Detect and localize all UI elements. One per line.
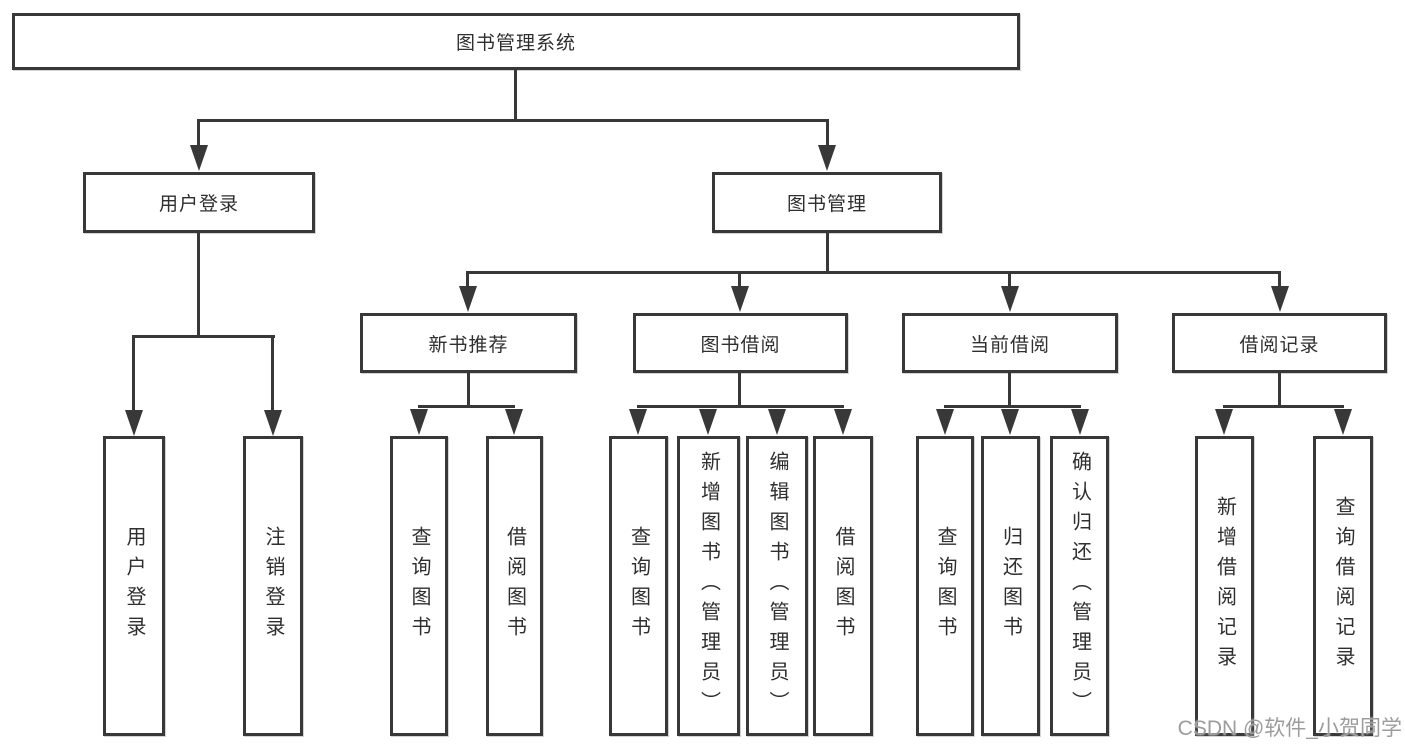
connector-line xyxy=(418,405,515,408)
connector-line xyxy=(1278,373,1281,408)
node-root-label: 图书管理系统 xyxy=(455,33,576,54)
leaf-query-books-newrec: 查询图书 xyxy=(390,436,448,736)
node-book-mgmt: 图书管理 xyxy=(712,172,942,233)
arrow-down-icon xyxy=(1334,409,1352,435)
connector-line xyxy=(198,119,829,122)
arrow-down-icon xyxy=(410,409,428,435)
arrow-down-icon xyxy=(1271,286,1289,312)
leaf-borrow-books-borrow-label: 借阅图书 xyxy=(832,526,854,646)
leaf-borrow-books-borrow: 借阅图书 xyxy=(813,436,873,736)
connector-line xyxy=(1008,271,1011,291)
leaf-query-borrow-record: 查询借阅记录 xyxy=(1313,436,1373,736)
leaf-user-login: 用户登录 xyxy=(103,436,165,736)
leaf-user-login-label: 用户登录 xyxy=(123,526,145,646)
connector-line xyxy=(1008,373,1011,408)
connector-line xyxy=(466,271,469,291)
connector-line xyxy=(132,335,135,412)
connector-line xyxy=(514,70,517,122)
leaf-query-books-current: 查询图书 xyxy=(916,436,974,736)
connector-line xyxy=(197,233,200,338)
connector-line xyxy=(1278,271,1281,291)
leaf-add-borrow-record-label: 新增借阅记录 xyxy=(1213,496,1236,676)
arrow-down-icon xyxy=(125,410,143,436)
node-new-book-rec-label: 新书推荐 xyxy=(428,334,509,356)
node-root: 图书管理系统 xyxy=(12,13,1020,70)
leaf-confirm-return-admin: 确认归还（管理员） xyxy=(1050,436,1109,736)
connector-line xyxy=(197,119,200,150)
leaf-query-books-current-label: 查询图书 xyxy=(934,526,956,646)
arrow-down-icon xyxy=(768,409,786,435)
leaf-add-borrow-record: 新增借阅记录 xyxy=(1195,436,1254,736)
arrow-down-icon xyxy=(1215,409,1233,435)
arrow-down-icon xyxy=(264,410,282,436)
leaf-logout: 注销登录 xyxy=(243,436,303,736)
node-new-book-rec: 新书推荐 xyxy=(360,313,577,373)
node-book-borrow-label: 图书借阅 xyxy=(700,334,781,356)
leaf-confirm-return-admin-label: 确认归还（管理员） xyxy=(1068,451,1091,721)
connector-line xyxy=(271,335,274,412)
connector-line xyxy=(738,271,741,291)
arrow-down-icon xyxy=(190,145,208,171)
arrow-down-icon xyxy=(699,409,717,435)
leaf-borrow-books-newrec: 借阅图书 xyxy=(486,436,543,736)
arrow-down-icon xyxy=(505,409,523,435)
arrow-down-icon xyxy=(629,409,647,435)
arrow-down-icon xyxy=(1001,409,1019,435)
node-book-mgmt-label: 图书管理 xyxy=(786,194,867,215)
arrow-down-icon xyxy=(936,409,954,435)
csdn-watermark: CSDN @软件_小贺同学 xyxy=(1177,717,1402,740)
connector-line xyxy=(467,373,470,408)
arrow-down-icon xyxy=(818,145,836,171)
node-borrow-records: 借阅记录 xyxy=(1172,313,1387,373)
leaf-query-books-borrow-label: 查询图书 xyxy=(627,526,650,646)
leaf-edit-books-admin: 编辑图书（管理员） xyxy=(746,436,808,736)
connector-line xyxy=(467,271,1281,274)
connector-line xyxy=(944,405,1081,408)
node-borrow-records-label: 借阅记录 xyxy=(1239,334,1320,356)
leaf-add-books-admin: 新增图书（管理员） xyxy=(677,436,740,736)
leaf-logout-label: 注销登录 xyxy=(262,526,284,646)
leaf-query-books-newrec-label: 查询图书 xyxy=(408,526,430,646)
arrow-down-icon xyxy=(1001,286,1019,312)
arrow-down-icon xyxy=(1071,409,1089,435)
arrow-down-icon xyxy=(834,409,852,435)
connector-line xyxy=(637,405,844,408)
connector-line xyxy=(1223,405,1344,408)
node-user-login: 用户登录 xyxy=(83,172,315,233)
connector-line xyxy=(133,335,275,338)
leaf-edit-books-admin-label: 编辑图书（管理员） xyxy=(766,451,788,721)
connector-line xyxy=(826,233,829,273)
node-current-borrow: 当前借阅 xyxy=(902,313,1118,373)
leaf-return-books-label: 归还图书 xyxy=(999,526,1022,646)
connector-line xyxy=(826,119,829,150)
leaf-return-books: 归还图书 xyxy=(981,436,1040,736)
node-user-login-label: 用户登录 xyxy=(158,194,239,215)
node-book-borrow: 图书借阅 xyxy=(633,313,848,373)
node-current-borrow-label: 当前借阅 xyxy=(969,334,1050,356)
leaf-add-books-admin-label: 新增图书（管理员） xyxy=(697,451,720,721)
arrow-down-icon xyxy=(459,286,477,312)
arrow-down-icon xyxy=(731,286,749,312)
connector-line xyxy=(738,373,741,408)
leaf-query-books-borrow: 查询图书 xyxy=(609,436,668,736)
leaf-borrow-books-newrec-label: 借阅图书 xyxy=(503,526,526,646)
leaf-query-borrow-record-label: 查询借阅记录 xyxy=(1332,496,1354,676)
